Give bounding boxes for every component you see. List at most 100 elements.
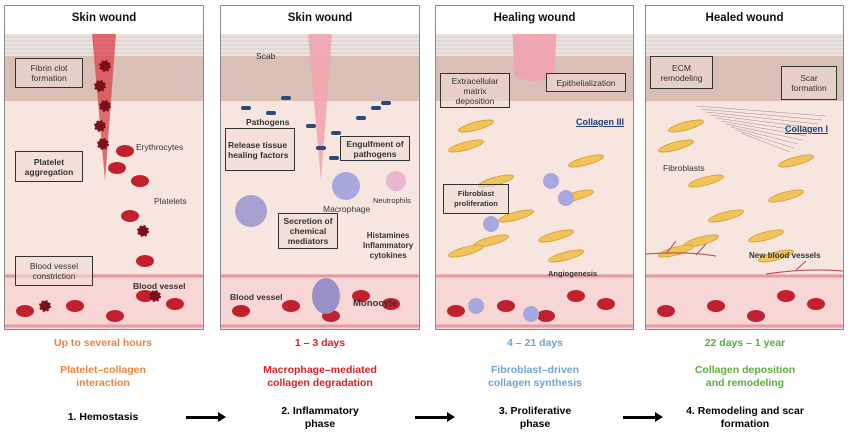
panel-title: Skin wound	[287, 12, 353, 24]
erythrocyte	[136, 290, 154, 302]
panel-title: Healing wound	[493, 12, 576, 24]
macrophage	[332, 172, 360, 200]
collagen-fiber	[720, 120, 807, 137]
monocyte	[312, 278, 340, 314]
erythrocyte	[16, 305, 34, 317]
collagen-fiber	[700, 108, 823, 121]
inflammatory-label: Inflammatory	[363, 241, 414, 250]
fibroblast	[458, 119, 494, 133]
new-blood-vessel	[646, 240, 717, 257]
pathogen	[381, 101, 391, 105]
platelet	[99, 100, 111, 112]
fibroblast	[768, 189, 804, 203]
secretion-label: Secretion of chemical mediators	[278, 213, 338, 249]
phase-4-time: 22 days – 1 year	[704, 337, 786, 349]
collagen-fiber	[695, 105, 827, 117]
pathogen	[281, 96, 291, 100]
mechanism-line: interaction	[76, 377, 130, 389]
erythrocyte	[131, 175, 149, 187]
fibroblast	[658, 244, 694, 258]
panel-title: Skin wound	[71, 12, 137, 24]
scar-formation-label: Scar formation	[781, 66, 837, 100]
collagen-fiber	[725, 123, 803, 141]
phase-1-name: 1. Hemostasis	[3, 411, 203, 424]
mechanism-line: collagen synthesis	[488, 377, 582, 389]
skin-illustration	[221, 6, 419, 329]
platelet-aggregation-label: Platelet aggregation	[15, 151, 83, 182]
erythrocyte	[497, 300, 515, 312]
collagen-fiber	[715, 117, 811, 133]
erythrocyte	[537, 310, 555, 322]
neutrophils-label: Neutrophils	[373, 196, 411, 205]
phase-name-line: 3. Proliferative	[498, 405, 572, 417]
fibroblast	[548, 249, 584, 263]
pathogen	[356, 116, 366, 120]
immune-cell	[523, 306, 539, 322]
erythrocyte	[282, 300, 300, 312]
mechanism-line: Macrophage–mediated	[263, 364, 377, 376]
platelets-label: Platelets	[154, 196, 187, 206]
fibroblast	[708, 209, 744, 223]
cytokines-label: cytokines	[369, 251, 407, 260]
phase-2-time: 1 – 3 days	[294, 337, 346, 349]
new-blood-vessel	[765, 260, 843, 275]
collagen-fiber	[710, 114, 815, 129]
erythrocyte	[232, 305, 250, 317]
panel-inflammatory: Skin wound Scab Pathogens Release tissue…	[220, 5, 420, 330]
erythrocytes-label: Erythrocytes	[136, 142, 184, 152]
pathogens-label: Pathogens	[246, 117, 290, 127]
arrow-right-icon	[623, 412, 663, 422]
phase-name-line: formation	[720, 418, 770, 430]
fibroblast	[448, 139, 484, 153]
panel-remodeling: Healed wound ECM remodeling Scar formati…	[645, 5, 844, 330]
platelet	[99, 60, 111, 72]
immune-cell	[468, 298, 484, 314]
pathogen	[316, 146, 326, 150]
pathogen	[371, 106, 381, 110]
arrow-right-icon	[415, 412, 455, 422]
platelet	[94, 80, 106, 92]
collagen-fiber	[730, 126, 799, 145]
platelet	[94, 120, 106, 132]
blood-vessel-label: Blood vessel	[230, 292, 283, 302]
fibroblasts-label: Fibroblasts	[663, 163, 705, 173]
mechanism-line: Fibroblast–driven	[490, 364, 580, 376]
phase-1-time: Up to several hours	[53, 337, 153, 349]
mechanism-line: collagen degradation	[267, 377, 373, 389]
mechanism-line: Collagen deposition	[694, 364, 796, 376]
erythrocyte	[166, 298, 184, 310]
phase-name-line: 2. Inflammatory	[281, 405, 359, 417]
phase-name-line: phase	[304, 418, 336, 430]
monocyte-label: Monocyte	[353, 298, 398, 309]
phase-name-line: phase	[519, 418, 551, 430]
erythrocyte	[106, 310, 124, 322]
pathogen	[266, 111, 276, 115]
fibroblast	[568, 154, 604, 168]
erythrocyte	[777, 290, 795, 302]
phase-3-time: 4 – 21 days	[506, 337, 564, 349]
erythrocyte	[707, 300, 725, 312]
mechanism-line: Platelet–collagen	[60, 364, 146, 376]
background	[646, 6, 843, 34]
collagen-fiber	[740, 132, 791, 153]
skin-illustration	[436, 6, 633, 329]
erythrocyte	[136, 255, 154, 267]
fibroblast	[748, 229, 784, 243]
neutrophil	[386, 171, 406, 191]
immune-cell	[543, 173, 559, 189]
erythrocyte	[116, 145, 134, 157]
pathogen	[241, 106, 251, 110]
fibroblast	[668, 119, 704, 133]
erythrocyte	[807, 298, 825, 310]
pathogen	[331, 131, 341, 135]
background	[436, 6, 633, 34]
histamines-label: Histamines	[366, 231, 410, 240]
platelet	[137, 225, 149, 237]
pathogen	[329, 156, 339, 160]
panel-title: Healed wound	[705, 12, 784, 24]
